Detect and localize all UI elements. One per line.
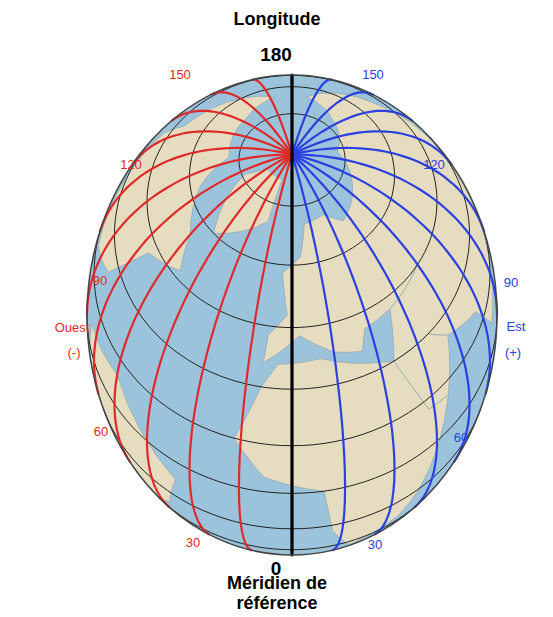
reference-meridian: [290, 154, 293, 555]
east-meridian: [292, 154, 470, 461]
longitude-label: 120: [120, 158, 142, 172]
longitude-label: 150: [169, 68, 191, 82]
longitude-label: 90: [93, 274, 107, 288]
east-meridian: [292, 92, 373, 154]
longitude-label: 30: [186, 536, 200, 550]
east-meridian: [292, 154, 497, 315]
reference-meridian: [290, 75, 293, 154]
longitude-label: 150: [362, 68, 384, 82]
west-meridian: [147, 154, 292, 507]
land: [90, 323, 176, 502]
meridian-value: 180: [260, 45, 292, 66]
east-meridian: [292, 80, 331, 155]
caption: Méridien de référence: [212, 574, 342, 614]
east-meridian: [292, 148, 484, 232]
east-meridian: [292, 154, 345, 550]
longitude-label: Ouest: [55, 321, 90, 335]
longitude-label: 120: [423, 158, 445, 172]
west-meridian: [253, 80, 292, 155]
east-meridian: [292, 154, 395, 534]
longitude-label: 60: [454, 431, 468, 445]
ocean: [87, 75, 497, 555]
globe-outline: [87, 75, 497, 555]
title: Longitude: [234, 10, 321, 30]
longitude-label: 30: [368, 538, 382, 552]
east-meridian: [292, 154, 437, 507]
longitude-label: 90: [504, 276, 518, 290]
west-meridian: [132, 131, 292, 164]
east-meridian: [292, 111, 412, 155]
graticule: [87, 75, 497, 555]
longitude-label: (-): [68, 346, 81, 360]
land: [394, 334, 450, 409]
west-meridian: [239, 154, 292, 550]
longitude-label: 60: [94, 425, 108, 439]
longitude-label: Est: [507, 320, 526, 334]
longitude-label: (+): [505, 346, 521, 360]
